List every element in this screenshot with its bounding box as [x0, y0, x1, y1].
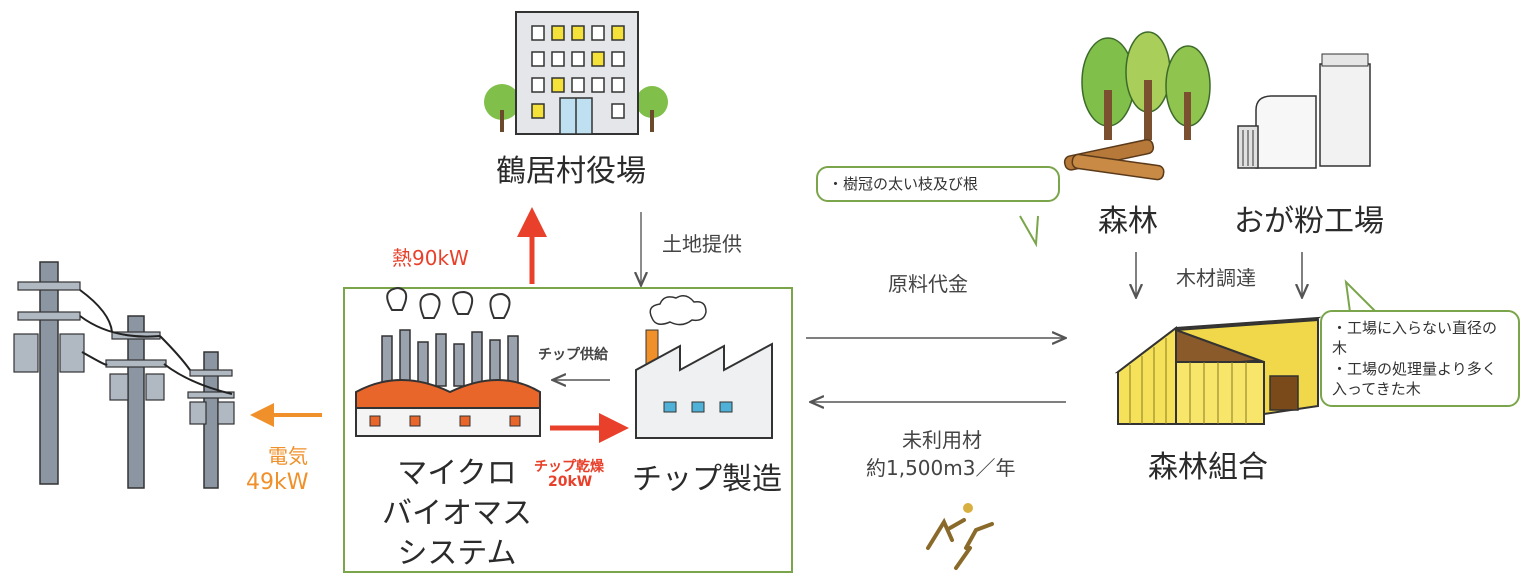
chip-dry-label-2: 20kW	[548, 474, 593, 490]
union-bubble-tail	[1344, 279, 1377, 313]
forest-label: 森林	[1098, 204, 1158, 239]
sawdust-factory-illustration	[1237, 53, 1371, 169]
wood-branches-illustration	[926, 503, 994, 570]
biomass-system-frame	[343, 287, 793, 573]
sawdust-factory-label: おが粉工場	[1234, 204, 1384, 239]
forest-union-illustration	[1114, 316, 1322, 425]
chip-factory-illustration	[635, 295, 773, 439]
forest-bubble-tail	[1019, 215, 1039, 248]
union-note-text-2: ・工場の処理量より多く入ってきた木	[1332, 359, 1497, 398]
chip-dry-label-1: チップ乾燥	[534, 459, 604, 475]
union-note-bubble: ・工場に入らない直径の木 ・工場の処理量より多く入ってきた木	[1320, 310, 1520, 407]
raw-cost-label: 原料代金	[888, 272, 968, 296]
forest-note-bubble: ・樹冠の太い枝及び根	[816, 166, 1060, 203]
biomass-plant-illustration	[355, 286, 541, 437]
utility-poles-illustration	[13, 261, 235, 489]
heat-label: 熱90kW	[392, 246, 469, 270]
land-label: 土地提供	[662, 232, 742, 256]
biomass-label-2: バイオマス	[382, 496, 532, 531]
electricity-label-1: 電気	[268, 444, 308, 468]
village-office-illustration	[484, 11, 668, 135]
chip-supply-label: チップ供給	[538, 347, 608, 363]
biomass-label-1: マイクロ	[397, 456, 517, 491]
electricity-label-2: 49kW	[246, 470, 309, 495]
chip-factory-label: チップ製造	[632, 462, 782, 497]
village-office-label: 鶴居村役場	[496, 154, 646, 189]
timber-label: 木材調達	[1176, 266, 1256, 290]
union-note-text-1: ・工場に入らない直径の木	[1332, 319, 1498, 358]
forest-illustration	[1063, 31, 1211, 181]
forest-union-label: 森林組合	[1148, 450, 1268, 485]
forest-note-text: ・樹冠の太い枝及び根	[828, 175, 979, 193]
biomass-label-3: システム	[397, 536, 517, 571]
unused-wood-label-2: 約1,500m3／年	[866, 456, 1016, 480]
unused-wood-label-1: 未利用材	[902, 428, 982, 452]
